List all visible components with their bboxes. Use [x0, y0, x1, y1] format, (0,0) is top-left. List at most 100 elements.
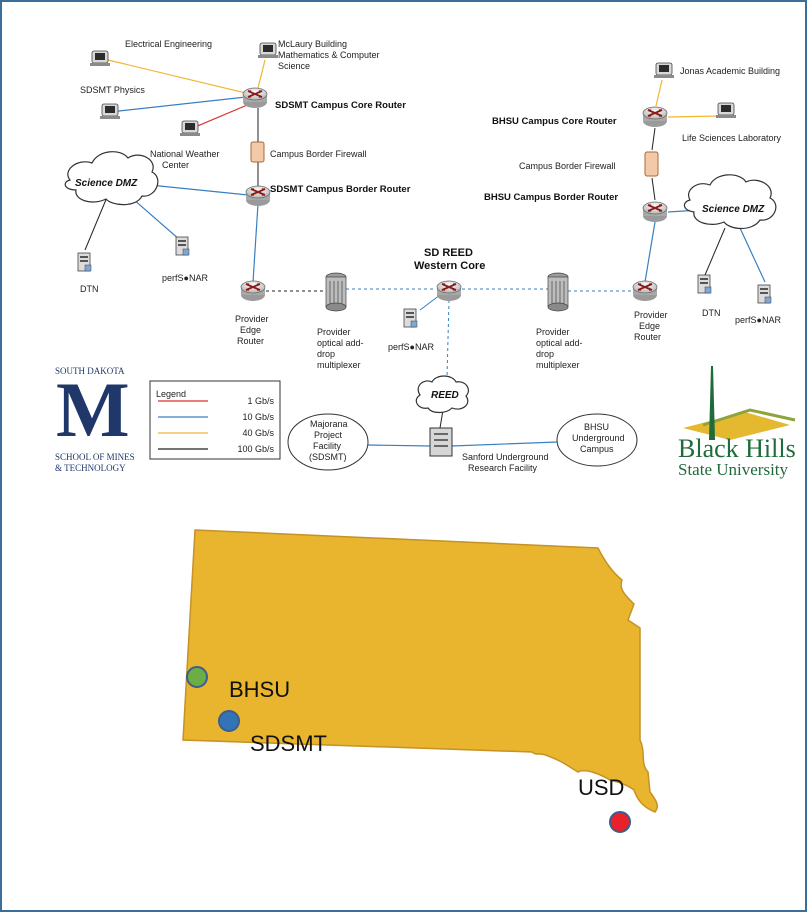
sanford-facility-icon [429, 427, 453, 457]
sdsmt-logo-top: SOUTH DAKOTA [55, 366, 125, 376]
bhsu-oadm-label-3: drop [536, 349, 554, 359]
sdsmt-core-router-icon [242, 87, 268, 109]
sdsmt-oadm-label-3: drop [317, 349, 335, 359]
sdsmt-physics-icon [99, 103, 121, 120]
link-cloud-sanford [439, 409, 444, 429]
map-label-bhsu: BHSU [229, 677, 290, 702]
life-sciences-icon [715, 102, 737, 119]
sdsmt-perfsonar-label: perfS●NAR [162, 273, 208, 283]
reed-core-label-2: Western Core [414, 260, 485, 272]
bhsu-perfsonar-label: perfS●NAR [735, 315, 781, 325]
bhsu-underground-campus-node [556, 413, 638, 467]
sdsmt-logo-line2: & TECHNOLOGY [55, 463, 126, 473]
mclaury-label-2: Mathematics & Computer [278, 50, 380, 60]
reed-core-label-1: SD REED [424, 247, 473, 259]
sdsmt-oadm-label-1: Provider [317, 327, 351, 337]
sdsmt-oadm-icon [325, 272, 347, 312]
bhsu-oadm-label-4: multiplexer [536, 360, 580, 370]
sdsmt-perfsonar-icon [175, 236, 190, 256]
bhsu-campus: Jonas Academic Building BHSU Campus Core… [484, 62, 782, 370]
sdsmt-firewall-label: Campus Border Firewall [270, 149, 367, 159]
link-mclaury-core [257, 59, 266, 89]
link-sanford-bhsuug [451, 441, 558, 447]
bhsu-perfsonar-icon [757, 284, 772, 304]
link-dmz-dtn [84, 189, 111, 251]
link-physics-core [109, 96, 247, 113]
reed-cloud-label: REED [431, 390, 459, 401]
bhsu-logo-line1: Black Hills [678, 434, 796, 463]
bhsu-dtn-label: DTN [702, 308, 721, 318]
majorana-facility-node [287, 413, 369, 471]
national-weather-center-icon [179, 120, 201, 137]
reed-perfsonar-label: perfS●NAR [388, 342, 434, 352]
majorana-label-1: Majorana [310, 419, 348, 429]
sdsmt-logo-letter: M [56, 366, 130, 453]
link-bhsu-border-firewall [651, 177, 656, 201]
link-border-pe [252, 203, 259, 283]
bhsu-logo: Black Hills State University [678, 366, 796, 479]
legend-label-3: 100 Gb/s [237, 444, 274, 454]
legend-title: Legend [156, 389, 186, 399]
majorana-label-4: (SDSMT) [309, 452, 347, 462]
link-lifesci-core [667, 115, 721, 118]
link-bhsu-dmz-dtn [704, 227, 726, 276]
map-label-usd: USD [578, 775, 624, 800]
bhsu-pe-label-1: Provider [634, 310, 668, 320]
bhsu-ug-label-2: Underground [572, 433, 625, 443]
weather-label-1: National Weather [150, 149, 219, 159]
sdsmt-science-dmz-cloud-icon [64, 151, 159, 206]
link-bhsu-firewall-core [651, 127, 656, 151]
jonas-building-icon [653, 62, 675, 79]
reed-core: SD REED Western Core perfS●NAR REED Sanf… [287, 247, 638, 473]
bhsu-oadm-label-1: Provider [536, 327, 570, 337]
sdsmt-logo-line1: SCHOOL OF MINES [55, 452, 135, 462]
sdsmt-logo: SOUTH DAKOTA M SCHOOL OF MINES & TECHNOL… [55, 366, 135, 473]
link-ee-core [107, 59, 259, 97]
bhsu-logo-spire-icon [709, 366, 715, 440]
bhsu-firewall-icon [644, 151, 659, 177]
link-bhsu-pe-border [644, 221, 656, 283]
sdsmt-pe-label-2: Edge [240, 325, 261, 335]
majorana-label-3: Facility [313, 441, 342, 451]
map-marker-sdsmt [218, 710, 240, 732]
bhsu-provider-edge-router-icon [632, 280, 658, 302]
link-reed-cloud [446, 299, 450, 379]
map-marker-bhsu [186, 666, 208, 688]
sdsmt-oadm-label-4: multiplexer [317, 360, 361, 370]
bhsu-science-dmz-cloud-icon [683, 174, 777, 230]
sanford-label-1: Sanford Underground [462, 452, 549, 462]
link-reed-perf [419, 294, 441, 311]
sdsmt-physics-label: SDSMT Physics [80, 85, 145, 95]
sdsmt-dtn-label: DTN [80, 284, 99, 294]
sdsmt-oadm-label-2: optical add- [317, 338, 364, 348]
link-border-dmz [149, 184, 249, 196]
bhsu-firewall-label: Campus Border Firewall [519, 161, 616, 171]
link-majorana-sanford [367, 444, 431, 447]
bhsu-core-router-icon [642, 106, 668, 128]
reed-core-router-icon [436, 280, 462, 302]
bhsu-ug-label-1: BHSU [584, 422, 609, 432]
legend-label-1: 10 Gb/s [242, 412, 274, 422]
sanford-label-2: Research Facility [468, 463, 538, 473]
electrical-engineering-icon [89, 50, 111, 67]
link-bhsu-dmz-perf [739, 227, 766, 283]
reed-cloud-icon [415, 375, 469, 414]
bhsu-dtn-icon [697, 274, 712, 294]
majorana-label-2: Project [314, 430, 343, 440]
network-links [84, 59, 766, 447]
reed-perfsonar-icon [403, 308, 418, 328]
sdsmt-provider-edge-router-icon [240, 280, 266, 302]
sdsmt-pe-label-1: Provider [235, 314, 269, 324]
sdsmt-border-router-label: SDSMT Campus Border Router [270, 184, 411, 195]
jonas-label: Jonas Academic Building [680, 66, 780, 76]
sdsmt-border-router-icon [245, 185, 271, 207]
bhsu-pe-label-2: Edge [639, 321, 660, 331]
sdsmt-campus: Electrical Engineering McLaury Building … [64, 39, 411, 370]
legend-label-0: 1 Gb/s [247, 396, 274, 406]
map-marker-usd [609, 811, 631, 833]
bhsu-ug-label-3: Campus [580, 444, 614, 454]
bhsu-border-router-icon [642, 201, 668, 223]
